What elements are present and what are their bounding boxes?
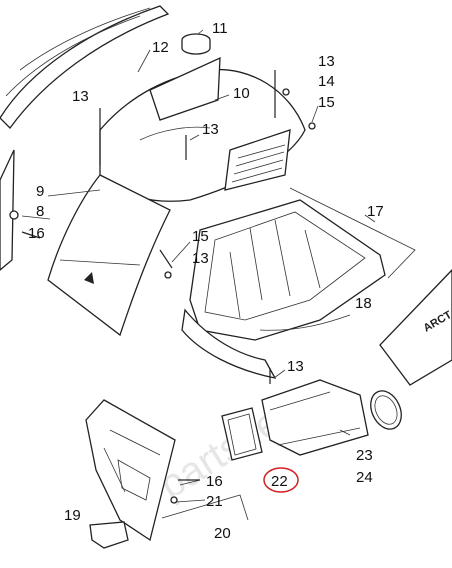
- lower-bumper: [85, 399, 176, 542]
- bracket-17: [289, 187, 416, 279]
- airbox-frame: [189, 199, 386, 341]
- hood-assembly: [47, 56, 306, 337]
- gasket: [221, 407, 263, 461]
- callout-22: 22: [271, 473, 288, 490]
- callout-9: 9: [36, 183, 44, 200]
- callout-16: 16: [28, 225, 45, 242]
- callout-11: 11: [212, 20, 228, 37]
- callout-labels: 11 12 13 13 14 15 10 13 9 8 16 17 15 13 …: [28, 20, 384, 542]
- callout-15: 15: [318, 94, 335, 111]
- callout-8: 8: [36, 203, 44, 220]
- cap-part: [181, 33, 211, 55]
- leader-lines: [21, 29, 376, 503]
- callout-19: 19: [64, 507, 81, 524]
- callout-10: 10: [233, 85, 250, 102]
- callout-23: 23: [356, 447, 373, 464]
- side-panel: ARCT: [379, 269, 452, 386]
- callout-13: 13: [287, 358, 304, 375]
- callout-20: 20: [214, 525, 231, 542]
- callout-21: 21: [206, 493, 223, 510]
- clamp-ring: [370, 390, 402, 430]
- callout-13: 13: [202, 121, 219, 138]
- callout-12: 12: [152, 39, 169, 56]
- callout-18: 18: [355, 295, 372, 312]
- highlight-circle: [263, 467, 299, 493]
- callout-15: 15: [192, 228, 209, 245]
- fasteners: [9, 70, 316, 504]
- callout-13: 13: [72, 88, 89, 105]
- callout-16: 16: [206, 473, 223, 490]
- callout-13: 13: [318, 53, 335, 70]
- callout-24: 24: [356, 469, 373, 486]
- fairing-edge: [0, 5, 170, 271]
- callout-14: 14: [318, 73, 335, 90]
- bracket-20: [161, 494, 249, 521]
- intake-tube: [261, 379, 369, 456]
- callout-17: 17: [367, 203, 384, 220]
- bracket-19: [89, 521, 129, 549]
- lower-pan: [181, 308, 351, 379]
- callout-13: 13: [192, 250, 209, 267]
